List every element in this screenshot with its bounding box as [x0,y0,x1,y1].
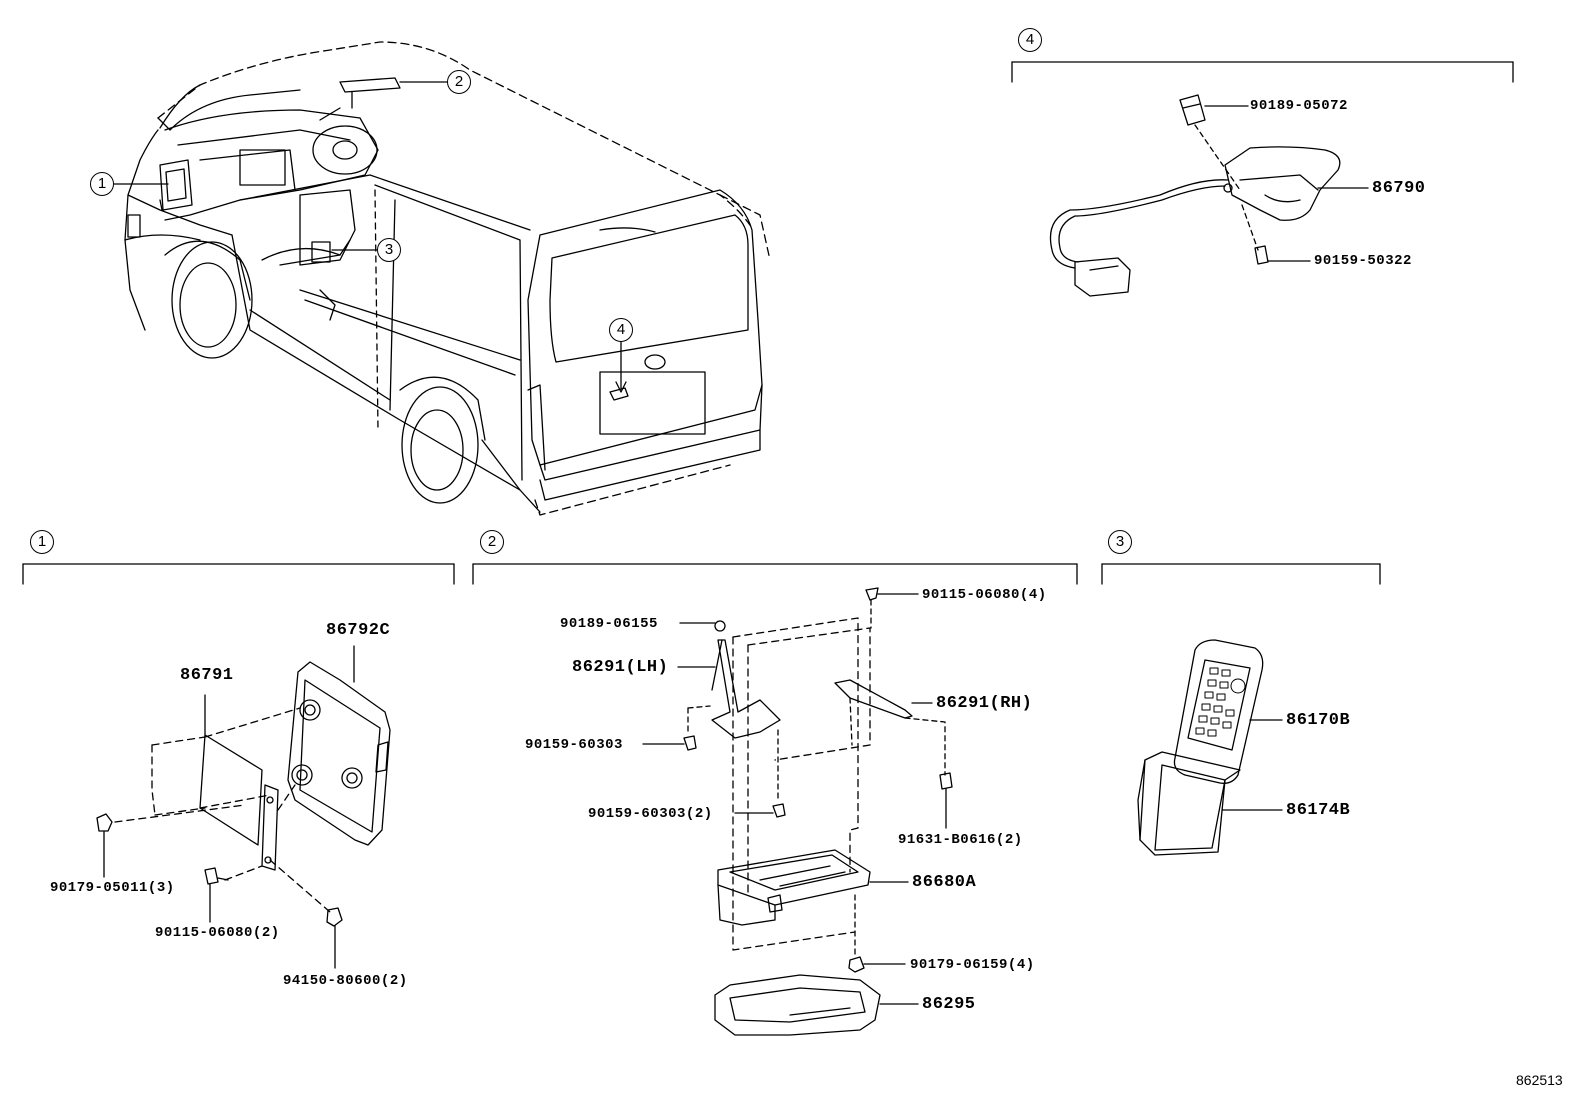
part-label-90159-60303: 90159-60303 [525,737,623,753]
van-leaders [113,81,627,393]
part-label-86170B: 86170B [1286,711,1351,730]
part-label-86680A: 86680A [912,873,977,892]
section-3-callout: 3 [1108,530,1132,554]
part-label-86791: 86791 [180,666,234,685]
section-3-parts [1137,639,1283,856]
part-label-90159-50322: 90159-50322 [1314,253,1412,269]
section-1-parts [96,645,391,969]
part-label-86174B: 86174B [1286,801,1351,820]
van-illustration [124,41,771,516]
camera-assembly [1049,94,1369,297]
part-label-86792C: 86792C [326,621,391,640]
section-3-bracket [1101,563,1381,585]
section-2-parts [642,587,953,1036]
part-label-90159-60303-2: 90159-60303(2) [588,806,713,822]
van-callout-4: 4 [609,318,633,342]
part-label-90179-05011: 90179-05011(3) [50,880,175,896]
diagram-code: 862513 [1516,1072,1563,1088]
section-1-bracket [22,563,455,585]
section-2-callout: 2 [480,530,504,554]
part-label-86291-RH: 86291(RH) [936,694,1033,713]
part-label-90189-05072: 90189-05072 [1250,98,1348,114]
part-label-90189-06155: 90189-06155 [560,616,658,632]
part-label-86295: 86295 [922,995,976,1014]
part-label-90115-06080-2: 90115-06080(2) [155,925,280,941]
section-2-bracket [472,563,1078,585]
part-label-86291-LH: 86291(LH) [572,658,669,677]
section-4-callout: 4 [1018,28,1042,52]
van-callout-2: 2 [447,70,471,94]
van-callout-3: 3 [377,238,401,262]
section-4-bracket [1011,61,1514,83]
section-1-callout: 1 [30,530,54,554]
van-callout-1: 1 [90,172,114,196]
part-label-91631-B0616: 91631-B0616(2) [898,832,1023,848]
part-label-90179-06159: 90179-06159(4) [910,957,1035,973]
part-label-90115-06080-4: 90115-06080(4) [922,587,1047,603]
part-label-86790: 86790 [1372,179,1426,198]
part-label-94150-80600: 94150-80600(2) [283,973,408,989]
